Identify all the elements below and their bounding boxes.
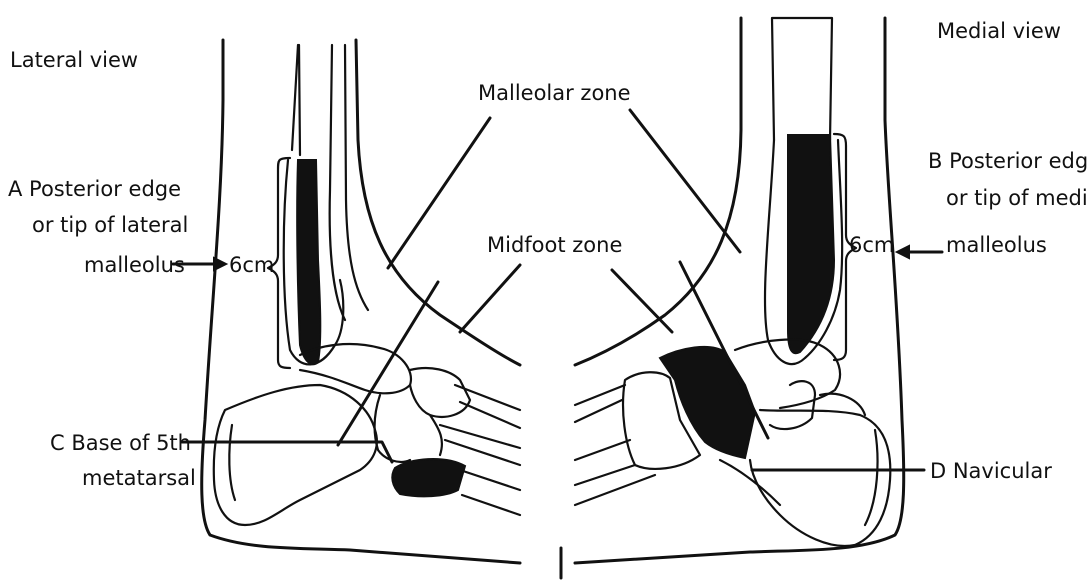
lateral-malleolar-zone-line	[388, 118, 490, 268]
a-label-line1: A Posterior edge	[8, 177, 181, 201]
malleolar-zone-label: Malleolar zone	[478, 81, 631, 105]
medial-tibia-shaft	[772, 18, 832, 140]
medial-malleolar-zone-line	[630, 110, 740, 252]
medial-calcaneus	[750, 410, 890, 546]
lateral-foot-drawing	[173, 40, 520, 563]
a-label-line2: or tip of lateral	[32, 213, 188, 237]
six-cm-left-label: 6cm	[229, 253, 274, 277]
medial-navicular-zone-d	[660, 347, 755, 458]
lateral-midfoot-pointer	[460, 265, 520, 332]
lateral-calcaneus	[214, 385, 377, 525]
c-label-line2: metatarsal	[82, 466, 196, 490]
lateral-a-arrowhead	[214, 258, 226, 270]
lateral-skin-outline	[202, 40, 520, 563]
c-label-line1: C Base of 5th	[50, 431, 191, 455]
lateral-calcaneus-inner	[229, 425, 235, 500]
medial-metatarsals	[575, 385, 655, 505]
medial-ankle-bones	[770, 381, 865, 429]
lateral-midfoot-bones	[375, 368, 470, 462]
lateral-fibula-shaft	[292, 45, 300, 155]
lateral-metatarsals	[440, 385, 520, 515]
lateral-malleolus-zone-a	[297, 160, 320, 364]
medial-posterior-skin	[575, 18, 741, 365]
d-label: D Navicular	[930, 459, 1052, 483]
lateral-view-title: Lateral view	[10, 48, 138, 72]
medial-view-title: Medial view	[937, 19, 1061, 43]
lateral-midfoot-zone-line	[338, 282, 438, 445]
lateral-5th-metatarsal-zone-c	[392, 459, 465, 496]
b-label-line3: malleolus	[946, 233, 1047, 257]
b-label-line1: B Posterior edge	[928, 149, 1088, 173]
b-label-line2: or tip of medial	[946, 186, 1088, 210]
medial-malleolus-zone-b	[788, 135, 834, 353]
a-label-line3: malleolus	[84, 253, 185, 277]
medial-midfoot-pointer	[612, 270, 672, 332]
six-cm-right-label: 6cm	[849, 233, 894, 257]
midfoot-zone-label: Midfoot zone	[487, 233, 622, 257]
medial-b-arrowhead	[897, 246, 909, 258]
